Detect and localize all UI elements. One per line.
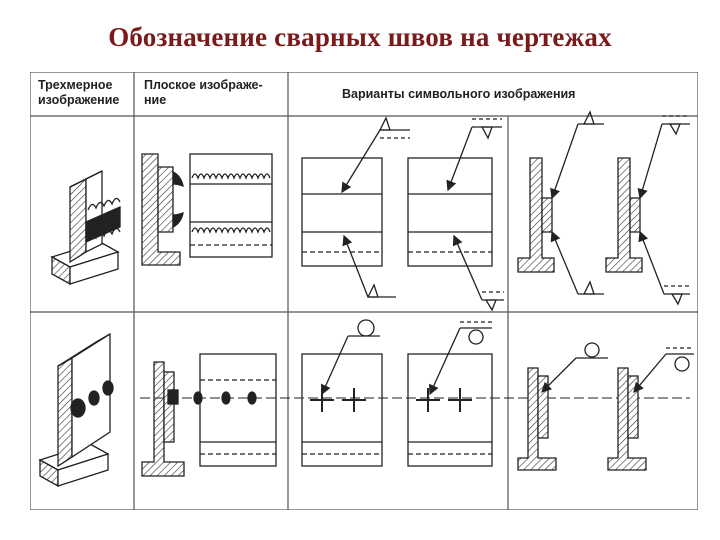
- symbol-spot-c: [517, 342, 694, 471]
- iso-spot-weld: [38, 332, 114, 488]
- iso-continuous-weld: [50, 169, 121, 286]
- symbol-continuous-a: [301, 116, 410, 298]
- flat-continuous-weld: [141, 153, 273, 266]
- symbol-spot-b: [407, 321, 493, 467]
- symbol-spot-a: [301, 319, 383, 467]
- header-flat-line2: ние: [144, 93, 167, 107]
- header-flat-line1: Плоское изображе-: [144, 78, 263, 92]
- table-drawing: [30, 72, 698, 510]
- flat-spot-weld: [140, 353, 690, 477]
- symbol-continuous-c: [517, 110, 690, 306]
- symbol-continuous-b: [407, 118, 504, 312]
- table-grid: [30, 72, 698, 510]
- header-symbol-variants: Варианты символьного изображения: [342, 87, 576, 101]
- page-title: Обозначение сварных швов на чертежах: [108, 22, 612, 52]
